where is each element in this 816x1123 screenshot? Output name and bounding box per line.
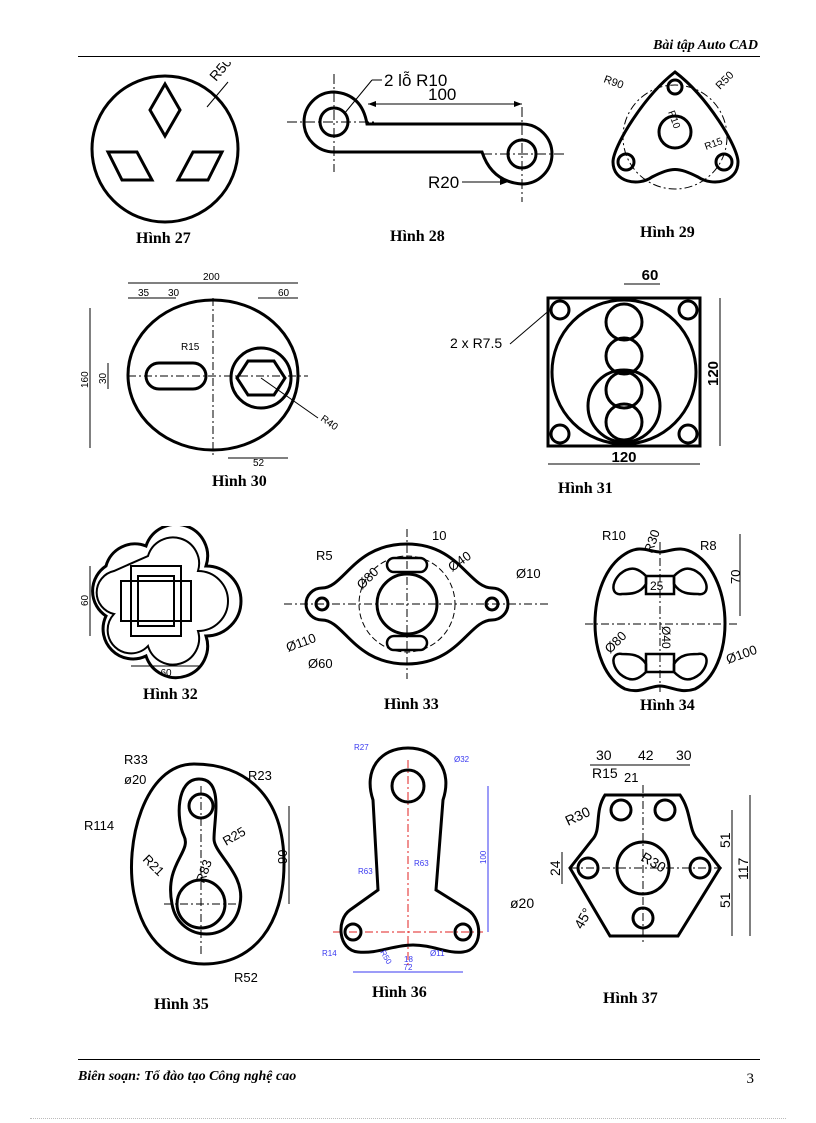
f35-h90-label: 90 xyxy=(275,850,290,864)
figure-31-caption: Hình 31 xyxy=(558,480,613,497)
page-number: 3 xyxy=(746,1071,755,1087)
f29-r10-label: R10 xyxy=(665,109,682,130)
figure-28-caption: Hình 28 xyxy=(390,228,445,245)
f28-holes-label: 2 lỗ R10 xyxy=(384,71,447,90)
f35-r21-label: R21 xyxy=(140,852,167,879)
figure-28-drawing: 2 lỗ R10 100 R20 xyxy=(287,71,567,202)
f36-r63b-label: R63 xyxy=(414,859,429,868)
footer-rule xyxy=(78,1059,760,1060)
f37-r15-label: R15 xyxy=(592,765,618,781)
f30-h30-label: 30 xyxy=(98,372,109,384)
f30-h160-label: 160 xyxy=(80,371,91,388)
f36-d11-label: Ø11 xyxy=(430,949,445,958)
f34-r10-label: R10 xyxy=(602,528,626,543)
f35-r23-label: R23 xyxy=(248,768,272,783)
f31-top-label: 60 xyxy=(642,267,659,284)
f30-r40-label: R40 xyxy=(318,413,340,433)
f36-w72-label: 72 xyxy=(404,963,413,972)
figure-33-drawing: R5 10 Ø40 Ø80 Ø10 Ø110 Ø60 xyxy=(284,528,549,679)
figure-32-drawing: 60 60 xyxy=(80,526,243,680)
f33-d40-label: Ø40 xyxy=(445,548,474,574)
f37-d24-label: 24 xyxy=(547,860,563,876)
figure-37-caption: Hình 37 xyxy=(603,990,658,1007)
f33-d60-label: Ø60 xyxy=(308,656,333,671)
f32-h-label: 60 xyxy=(80,594,91,606)
f31-r-label: 2 x R7.5 xyxy=(450,335,502,351)
figure-37-drawing: 30 42 30 R15 21 R30 R30 24 51 51 117 ø20… xyxy=(510,747,751,945)
f36-r27-label: R27 xyxy=(354,743,369,752)
f37-d51a-label: 51 xyxy=(717,832,733,848)
f33-r5-label: R5 xyxy=(316,548,333,563)
figure-34-drawing: R10 R30 R8 25 70 Ø80 Ø40 Ø100 xyxy=(585,527,759,693)
f37-d51b-label: 51 xyxy=(717,892,733,908)
f34-h70-label: 70 xyxy=(728,570,743,584)
f34-d100-label: Ø100 xyxy=(724,642,759,667)
f30-d60-label: 60 xyxy=(278,288,290,299)
f33-d80-label: Ø80 xyxy=(354,564,382,592)
f31-right-label: 120 xyxy=(705,361,722,386)
figure-32-caption: Hình 32 xyxy=(143,686,198,703)
f30-d52-label: 52 xyxy=(253,458,265,468)
f34-d40-label: Ø40 xyxy=(659,626,673,649)
header-rule xyxy=(78,56,760,57)
f35-r52-label: R52 xyxy=(234,970,258,985)
f28-len-label: 100 xyxy=(428,85,456,104)
figure-35-drawing: R33 ø20 R23 R114 R25 90 R21 R83 R52 xyxy=(84,752,290,985)
f37-d21-label: 21 xyxy=(624,770,638,785)
f36-r63a-label: R63 xyxy=(358,867,373,876)
figure-31-drawing: 60 2 x R7.5 120 120 xyxy=(450,267,722,466)
f35-r114-label: R114 xyxy=(84,818,114,833)
f31-bottom-label: 120 xyxy=(611,449,636,466)
figure-30-caption: Hình 30 xyxy=(212,473,267,490)
figure-29-drawing: R90 R50 R10 R15 xyxy=(602,69,740,190)
f34-r8-label: R8 xyxy=(700,538,717,553)
f37-r30-label: R30 xyxy=(563,803,593,828)
f30-d35-label: 35 xyxy=(138,288,150,299)
f33-d10a-label: 10 xyxy=(432,528,446,543)
figure-29-caption: Hình 29 xyxy=(640,224,695,241)
f36-d18-label: 18 xyxy=(404,955,413,964)
f37-d30a-label: 30 xyxy=(596,747,612,763)
f36-r50-label: R50 xyxy=(378,949,393,967)
f36-h100-label: 100 xyxy=(479,850,488,864)
f37-d42-label: 42 xyxy=(638,747,654,763)
figure-30-drawing: 200 35 30 60 160 30 R15 R40 52 xyxy=(80,272,340,468)
f32-w-label: 60 xyxy=(160,668,172,679)
f29-r50-label: R50 xyxy=(714,69,737,92)
f29-r15-label: R15 xyxy=(703,136,724,153)
f36-r14-label: R14 xyxy=(322,949,337,958)
f35-r33-label: R33 xyxy=(124,752,148,767)
figure-36-caption: Hình 36 xyxy=(372,984,427,1001)
f30-w200-label: 200 xyxy=(203,272,220,283)
figure-27-caption: Hình 27 xyxy=(136,230,191,247)
f33-d110-label: Ø110 xyxy=(284,630,318,655)
figure-35-caption: Hình 35 xyxy=(154,996,209,1013)
f37-a45-label: 45° xyxy=(571,905,595,931)
figure-33-caption: Hình 33 xyxy=(384,696,439,713)
figure-36-drawing: R27 Ø32 R63 R63 100 R14 R50 18 Ø11 72 xyxy=(322,743,489,973)
header-title: Bài tập Auto CAD xyxy=(653,38,758,53)
page-bottom-dotted-rule xyxy=(30,1118,786,1119)
f28-r-label: R20 xyxy=(428,173,459,192)
f35-d20-label: ø20 xyxy=(124,772,146,787)
f36-d32-label: Ø32 xyxy=(454,755,470,764)
f30-r15-label: R15 xyxy=(181,342,200,353)
figure-27-drawing: R50 xyxy=(90,62,240,224)
figure-34-caption: Hình 34 xyxy=(640,697,695,714)
f27-r-label: R50 xyxy=(206,62,235,84)
f34-d25-label: 25 xyxy=(650,579,664,593)
f37-d20-label: ø20 xyxy=(510,895,534,911)
f34-d80-label: Ø80 xyxy=(602,628,630,656)
f37-d30b-label: 30 xyxy=(676,747,692,763)
footer-author: Biên soạn: Tổ đào tạo Công nghệ cao xyxy=(78,1069,297,1084)
f30-d30-label: 30 xyxy=(168,288,180,299)
f29-r90-label: R90 xyxy=(602,74,625,92)
f35-r25-label: R25 xyxy=(220,824,248,849)
f33-d10b-label: Ø10 xyxy=(516,566,541,581)
f37-d117-label: 117 xyxy=(735,857,751,880)
